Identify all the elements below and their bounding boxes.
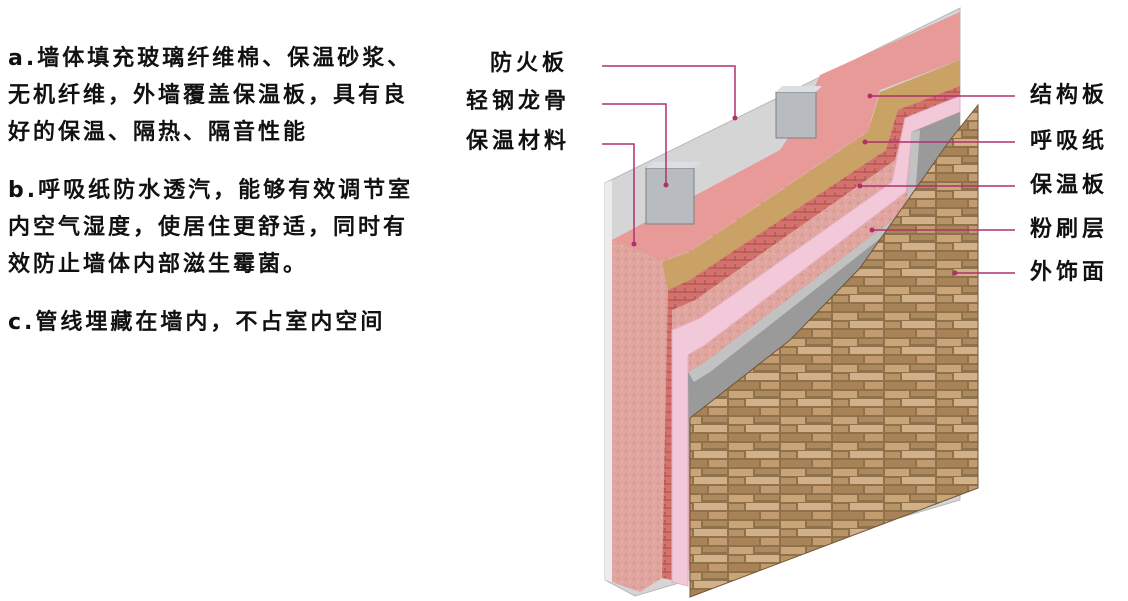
label-facade-stone: 外饰面 [1030, 260, 1109, 285]
leader-fire-board [602, 65, 736, 118]
structural-board [662, 60, 960, 290]
steel-stud-front [645, 167, 695, 225]
label-render-layer: 粉刷层 [1030, 217, 1109, 242]
note-a: a.墙体填充玻璃纤维棉、保温砂浆、无机纤维，外墙覆盖保温板，具有良好的保温、隔热… [8, 46, 413, 145]
leader-insulation-material [602, 143, 635, 244]
light-steel-studs [645, 86, 822, 225]
leader-dot-insulation-material [631, 241, 637, 247]
note-c: c.管线埋藏在墙内，不占室内空间 [8, 310, 386, 335]
steel-stud-back-flange [776, 86, 822, 92]
insulation-top [612, 12, 960, 260]
leader-dot-render-layer [869, 227, 875, 233]
label-breather-paper: 呼吸纸 [1030, 129, 1109, 154]
facade-stone [689, 103, 979, 598]
left-leader-lines [602, 65, 736, 244]
leader-dot-steel-stud [663, 182, 669, 188]
leader-dot-breather-paper [862, 139, 868, 145]
right-leader-lines [860, 95, 1015, 274]
label-fire-board: 防火板 [490, 51, 569, 76]
label-light-steel-stud: 轻钢龙骨 [466, 89, 571, 114]
steel-stud-back [775, 91, 817, 139]
label-insulation-board: 保温板 [1030, 173, 1109, 198]
leader-dot-insulation-board [857, 183, 863, 189]
leader-dot-fire-board [732, 115, 738, 121]
fire-board-edge [605, 180, 612, 582]
leader-steel-stud [602, 103, 667, 185]
note-b: b.呼吸纸防水透汽，能够有效调节室内空气湿度，使居住更舒适，同时有效防止墙体内部… [8, 178, 414, 277]
left-leader-dots [631, 115, 738, 247]
right-leader-dots [857, 93, 958, 276]
label-structural-board: 结构板 [1030, 83, 1109, 108]
notes-panel: a.墙体填充玻璃纤维棉、保温砂浆、无机纤维，外墙覆盖保温板，具有良好的保温、隔热… [8, 40, 453, 362]
leader-dot-facade-stone [952, 270, 958, 276]
steel-stud-front-flange [646, 162, 702, 168]
label-insulation-material: 保温材料 [466, 129, 571, 154]
leader-dot-structural-board [867, 93, 873, 99]
